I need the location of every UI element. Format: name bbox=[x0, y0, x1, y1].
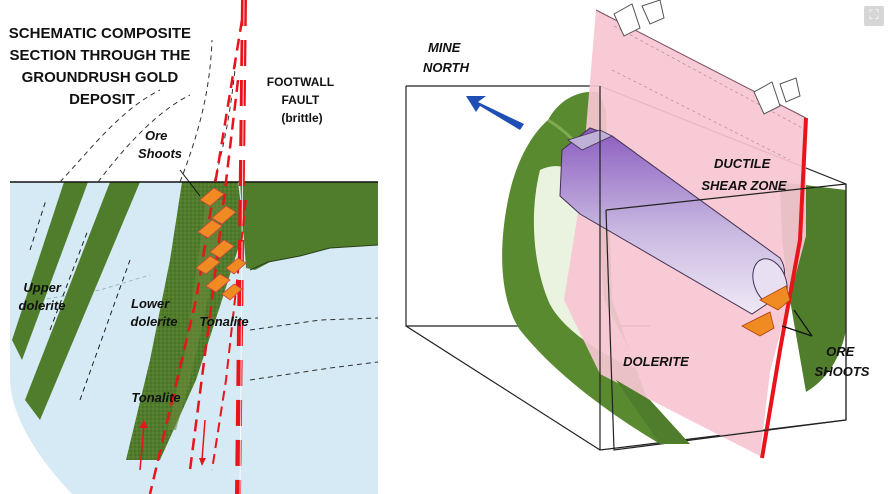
footwall-fault-label: FOOTWALL FAULT (brittle) bbox=[267, 75, 337, 125]
ore-shoots-left bbox=[195, 187, 247, 301]
title-line-1: SCHEMATIC COMPOSITE bbox=[9, 25, 191, 42]
right-block-diagram: MINE NORTH DUCTILE SHEAR ZONE DOLERITE O… bbox=[405, 0, 870, 459]
footwall-dolerite bbox=[240, 182, 378, 270]
title-line-3: GROUNDRUSH GOLD bbox=[22, 69, 179, 86]
expand-icon[interactable]: ⛶ bbox=[864, 6, 884, 26]
lower-dolerite-label: Lower dolerite bbox=[131, 296, 178, 329]
tonalite-label-1: Tonalite bbox=[199, 314, 248, 329]
ore-shoots-label-right: ORE SHOOTS bbox=[815, 344, 870, 379]
upper-dolerite-band-2 bbox=[25, 182, 140, 420]
left-cross-section: SCHEMATIC COMPOSITE SECTION THROUGH THE … bbox=[9, 0, 379, 494]
ore-shoots-label-left: Ore Shoots bbox=[138, 128, 182, 161]
title-line-4: DEPOSIT bbox=[69, 91, 135, 108]
mine-north-arrow bbox=[466, 96, 524, 130]
tonalite-label-2: Tonalite bbox=[131, 390, 180, 405]
dolerite-label: DOLERITE bbox=[623, 354, 689, 369]
ore-shoots-right bbox=[741, 285, 791, 337]
shear-zone-edge bbox=[760, 117, 808, 459]
upper-dolerite-band-1 bbox=[12, 182, 88, 360]
shear-zone-label: DUCTILE SHEAR ZONE bbox=[701, 156, 787, 193]
upper-dolerite-label: Upper dolerite bbox=[19, 280, 66, 313]
block-front-outline bbox=[599, 86, 847, 451]
mine-north-label: MINE NORTH bbox=[423, 40, 470, 75]
section-title: SCHEMATIC COMPOSITE SECTION THROUGH THE … bbox=[9, 25, 195, 108]
shear-sense-markers bbox=[613, 0, 801, 115]
title-line-2: SECTION THROUGH THE bbox=[9, 47, 190, 64]
